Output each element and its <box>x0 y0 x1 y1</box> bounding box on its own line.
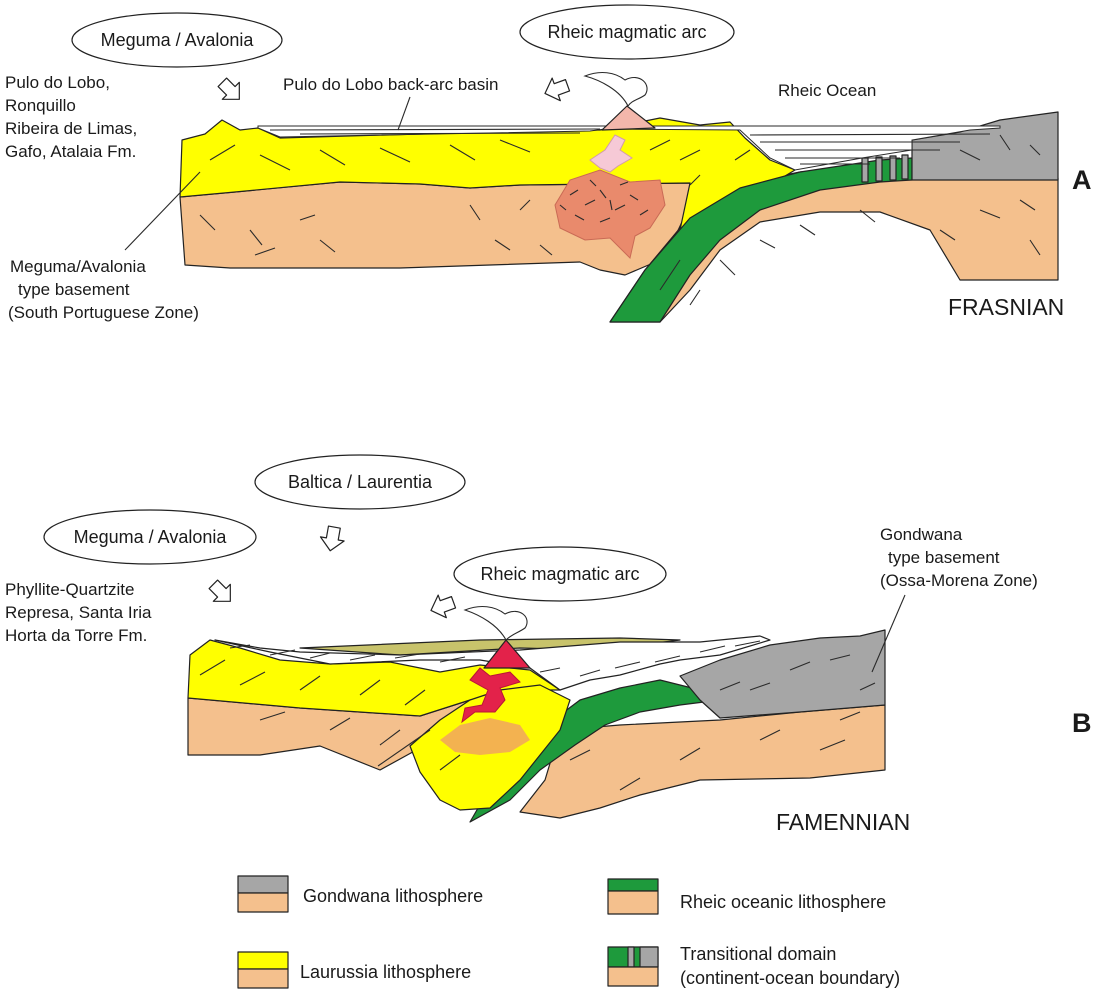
b-bubble-arc-text: Rheic magmatic arc <box>480 564 639 584</box>
a-plume <box>585 73 647 106</box>
b-arrow-arc <box>427 591 458 622</box>
legend: Gondwana lithosphere Rheic oceanic litho… <box>238 876 900 988</box>
a-panel-letter: A <box>1072 165 1092 195</box>
b-bubble-meguma-text: Meguma / Avalonia <box>74 527 228 547</box>
legend-gondwana-label: Gondwana lithosphere <box>303 886 483 906</box>
a-arrow-left <box>214 74 248 108</box>
a-basin-label: Pulo do Lobo back-arc basin <box>283 75 498 94</box>
a-volcano <box>602 106 655 130</box>
b-bubble-baltica-text: Baltica / Laurentia <box>288 472 433 492</box>
a-arrow-arc <box>541 74 572 105</box>
a-basin-leader <box>398 97 410 130</box>
b-arrow-baltica <box>318 525 346 553</box>
b-arrow-meguma <box>205 576 239 610</box>
b-stage-label: FAMENNIAN <box>776 809 910 835</box>
a-ocean-label: Rheic Ocean <box>778 81 876 100</box>
a-gondwana-crust <box>912 112 1058 180</box>
legend-transitional-label: Transitional domain (continent-ocean bou… <box>680 944 900 988</box>
legend-laurussia-label: Laurussia lithosphere <box>300 962 471 982</box>
legend-transitional-swatch <box>608 947 658 986</box>
a-formations-label: Pulo do Lobo, Ronquillo Ribeira de Limas… <box>5 73 142 161</box>
legend-rheic-swatch <box>608 879 658 914</box>
legend-rheic-label: Rheic oceanic lithosphere <box>680 892 886 912</box>
legend-gondwana-swatch <box>238 876 288 912</box>
a-basement-label: Meguma/Avalonia type basement (South Por… <box>8 257 199 322</box>
panel-b: Baltica / Laurentia Meguma / Avalonia Rh… <box>5 455 1092 835</box>
a-bubble-arc-text: Rheic magmatic arc <box>547 22 706 42</box>
b-plume <box>465 607 527 640</box>
legend-laurussia-swatch <box>238 952 288 988</box>
panel-a: Meguma / Avalonia Rheic magmatic arc Pul… <box>5 5 1092 322</box>
b-gondwana-basement-label: Gondwana type basement (Ossa-Morena Zone… <box>880 525 1038 590</box>
a-bubble-meguma-text: Meguma / Avalonia <box>101 30 255 50</box>
b-panel-letter: B <box>1072 708 1092 738</box>
a-stage-label: FRASNIAN <box>948 294 1064 320</box>
b-formations-label: Phyllite-Quartzite Represa, Santa Iria H… <box>5 580 156 645</box>
